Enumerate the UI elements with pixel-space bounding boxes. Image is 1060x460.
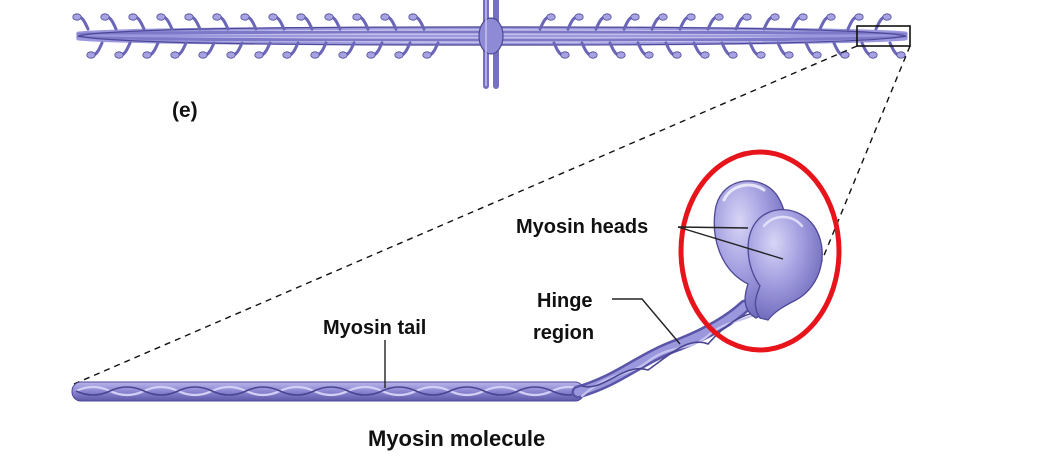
panel-label: (e) (172, 99, 198, 122)
myosin-head-back (747, 209, 823, 321)
label-myosin-tail: Myosin tail (323, 317, 426, 339)
myosin-tail (71, 381, 587, 402)
highlight-ring (678, 149, 842, 353)
leader-lines (384, 226, 784, 388)
thick-filament (72, 0, 911, 89)
label-region: region (533, 322, 594, 344)
zoom-lines (73, 45, 911, 385)
myosin-neck (571, 299, 762, 399)
myosin-molecule (71, 180, 823, 402)
zoom-box (856, 25, 911, 47)
label-myosin-heads: Myosin heads (516, 216, 648, 238)
label-hinge: Hinge (537, 290, 593, 312)
caption: Myosin molecule (368, 426, 545, 451)
